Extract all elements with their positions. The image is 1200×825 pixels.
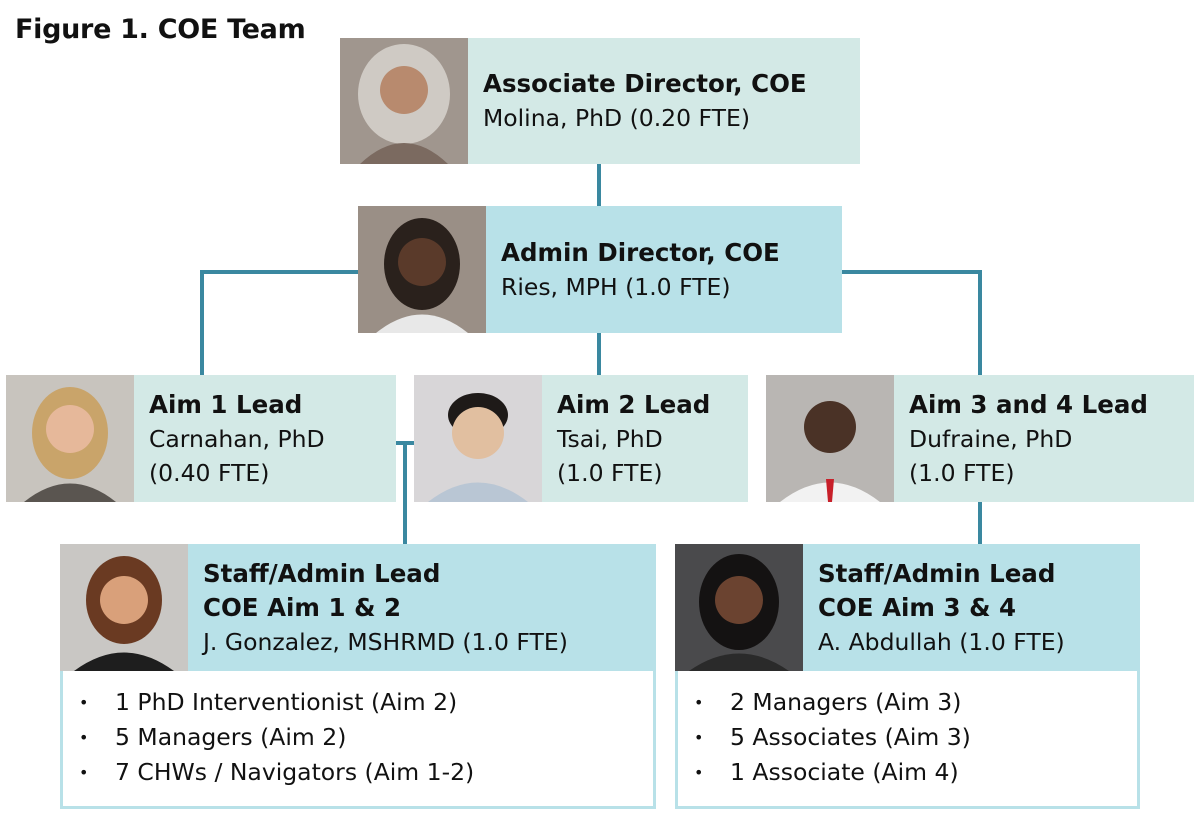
node-fte: (1.0 FTE) [557,458,663,487]
node-role: Staff/Admin Lead [203,558,441,588]
node-name: Tsai, PhD [557,424,663,453]
person-photo-icon [358,206,486,333]
connector-aims-staff-v [403,441,407,544]
connector-left-down [200,270,204,375]
connector-assoc-admin [597,164,601,206]
node-name: A. Abdullah (1.0 FTE) [818,627,1065,656]
node-name: Molina, PhD (0.20 FTE) [483,104,751,132]
person-photo-icon [340,38,468,164]
person-photo-icon [675,544,803,671]
list-item: 1 PhD Interventionist (Aim 2) [63,685,653,720]
node-fte: (1.0 FTE) [909,458,1015,487]
list-item: 5 Associates (Aim 3) [678,720,1137,755]
aim2-lead-node: Aim 2 Lead Tsai, PhD (1.0 FTE) [414,375,748,502]
node-role: Staff/Admin Lead [818,558,1056,588]
connector-admin-left [200,270,358,274]
aim1-lead-node: Aim 1 Lead Carnahan, PhD (0.40 FTE) [6,375,396,502]
connector-admin-aim2 [597,333,601,375]
admin-director-node: Admin Director, COE Ries, MPH (1.0 FTE) [358,206,842,333]
node-name: Carnahan, PhD [149,424,325,453]
node-role: Associate Director, COE [483,69,807,98]
staff-lead-aim34-node: Staff/Admin Lead COE Aim 3 & 4 A. Abdull… [675,544,1140,671]
list-item: 2 Managers (Aim 3) [678,685,1137,720]
list-item: 1 Associate (Aim 4) [678,755,1137,790]
node-role: Aim 1 Lead [149,389,303,419]
node-role-aims: COE Aim 1 & 2 [203,592,402,622]
node-role-aims: COE Aim 3 & 4 [818,592,1017,622]
node-name: J. Gonzalez, MSHRMD (1.0 FTE) [203,627,568,656]
staff-lead-aim12-node: Staff/Admin Lead COE Aim 1 & 2 J. Gonzal… [60,544,656,671]
person-photo-icon [766,375,894,502]
connector-admin-right [842,270,982,274]
node-role: Admin Director, COE [501,237,780,267]
list-item: 7 CHWs / Navigators (Aim 1-2) [63,755,653,790]
list-item: 5 Managers (Aim 2) [63,720,653,755]
node-role: Aim 3 and 4 Lead [909,389,1148,419]
figure-title: Figure 1. COE Team [15,14,306,45]
associate-director-node: Associate Director, COE Molina, PhD (0.2… [340,38,860,164]
node-role: Aim 2 Lead [557,389,711,419]
connector-right-down [978,270,982,375]
staff-list-aim12: 1 PhD Interventionist (Aim 2) 5 Managers… [60,671,656,809]
person-photo-icon [414,375,542,502]
node-fte: (0.40 FTE) [149,458,270,487]
person-photo-icon [60,544,188,671]
connector-aim34-staff [978,502,982,544]
staff-list-aim34: 2 Managers (Aim 3) 5 Associates (Aim 3) … [675,671,1140,809]
person-photo-icon [6,375,134,502]
aim34-lead-node: Aim 3 and 4 Lead Dufraine, PhD (1.0 FTE) [766,375,1194,502]
node-name: Dufraine, PhD [909,424,1073,453]
node-name: Ries, MPH (1.0 FTE) [501,272,731,301]
